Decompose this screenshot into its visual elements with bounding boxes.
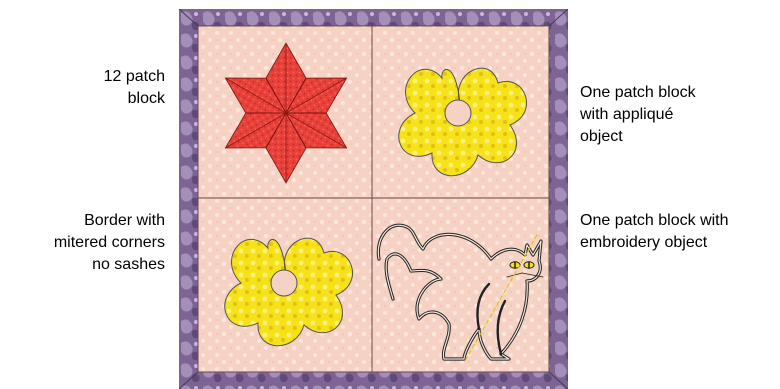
label-line: no sashes	[54, 254, 165, 276]
label-line: object	[580, 126, 696, 148]
label-line: with appliqué	[580, 104, 696, 126]
label-one-patch-embroidery: One patch block with embroidery object	[580, 210, 729, 254]
label-12-patch-block: 12 patch block	[104, 66, 165, 110]
label-line: block	[104, 88, 165, 110]
label-border-mitered: Border with mitered corners no sashes	[54, 210, 165, 276]
label-line: mitered corners	[54, 232, 165, 254]
label-line: embroidery object	[580, 232, 729, 254]
label-line: 12 patch	[104, 66, 165, 88]
label-line: One patch block	[580, 82, 696, 104]
label-line: Border with	[54, 210, 165, 232]
quilt-diagram	[179, 9, 568, 389]
label-one-patch-applique: One patch block with appliqué object	[580, 82, 696, 148]
label-line: One patch block with	[580, 210, 729, 232]
